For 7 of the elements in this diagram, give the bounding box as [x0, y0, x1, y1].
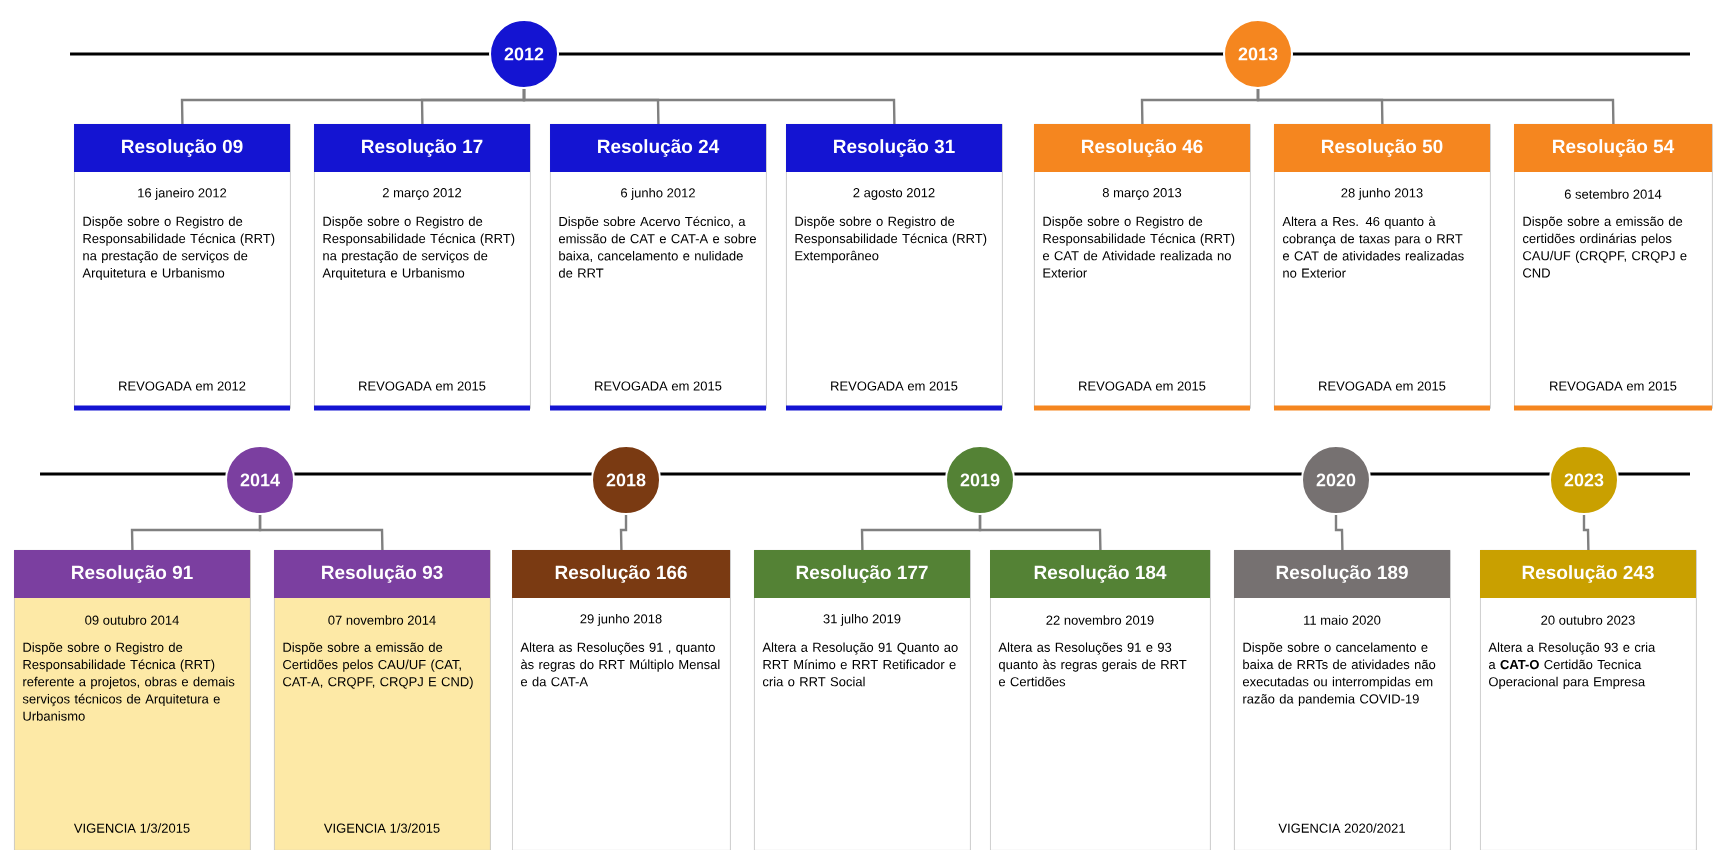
- connector-line: [1334, 515, 1344, 550]
- connector-line: [619, 515, 628, 550]
- connector-line: [1256, 89, 1615, 124]
- connector-line: [258, 515, 384, 550]
- connector-line: [978, 515, 1102, 550]
- connector-line: [522, 89, 896, 124]
- connector-line: [1582, 515, 1590, 550]
